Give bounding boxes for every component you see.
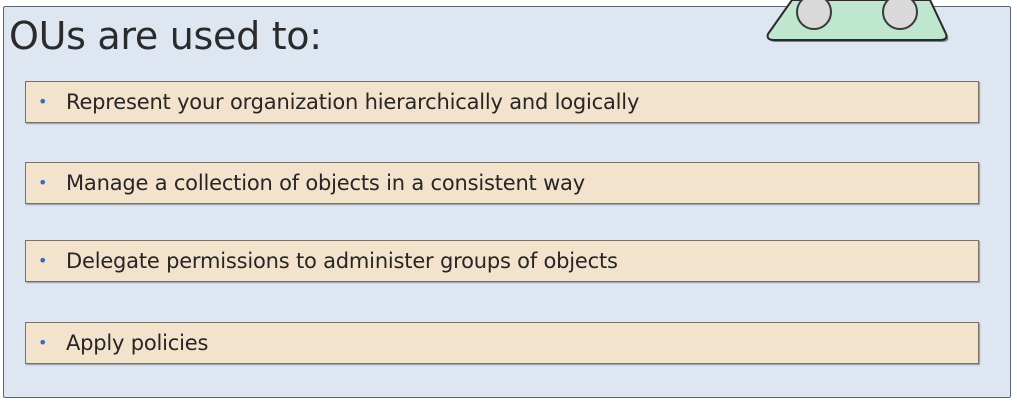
bullet-item-4: • Apply policies xyxy=(25,322,979,364)
decorative-bubble-graphic xyxy=(766,0,949,42)
bullet-text: Delegate permissions to administer group… xyxy=(66,249,618,273)
slide-title: OUs are used to: xyxy=(9,14,322,58)
bullet-text: Manage a collection of objects in a cons… xyxy=(66,171,585,195)
bullet-item-3: • Delegate permissions to administer gro… xyxy=(25,240,979,282)
bullet-item-1: • Represent your organization hierarchic… xyxy=(25,81,979,123)
bullet-icon: • xyxy=(38,173,48,192)
bullet-text: Represent your organization hierarchical… xyxy=(66,90,640,114)
bullet-icon: • xyxy=(38,251,48,270)
bullet-icon: • xyxy=(38,333,48,352)
bullet-icon: • xyxy=(38,92,48,111)
bullet-text: Apply policies xyxy=(66,331,209,355)
bullet-item-2: • Manage a collection of objects in a co… xyxy=(25,162,979,204)
